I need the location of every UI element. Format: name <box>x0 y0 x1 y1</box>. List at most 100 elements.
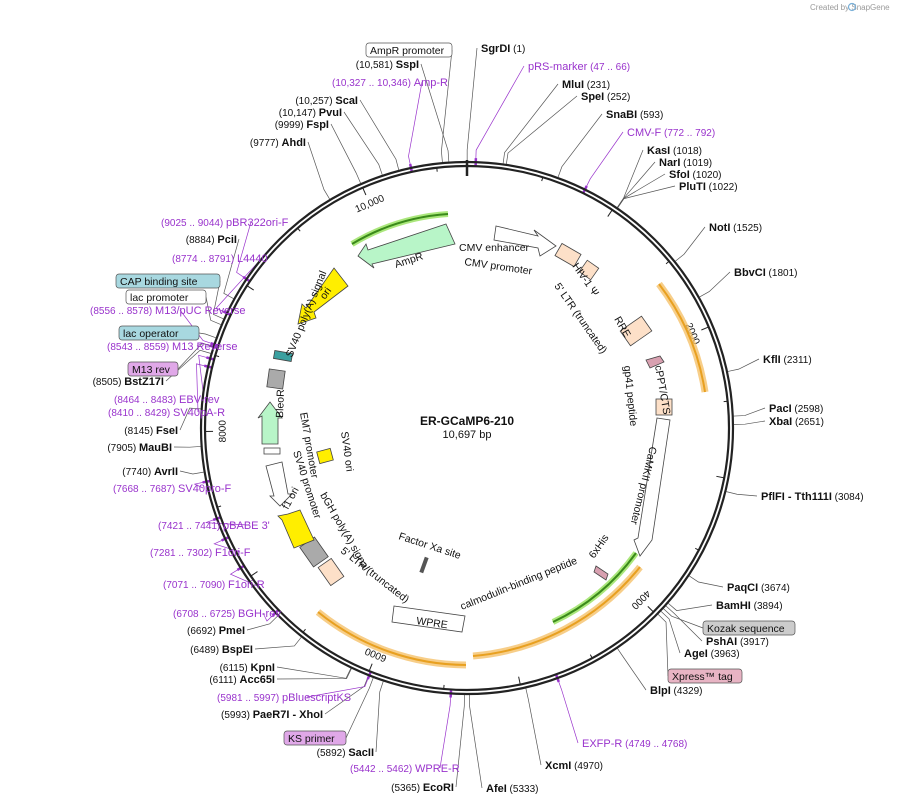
enzyme-position: (9777) <box>250 138 282 149</box>
enzyme-leader-line <box>689 575 724 588</box>
enzyme-label: (9999) FspI <box>275 119 329 131</box>
enzyme-leader-line <box>254 637 302 650</box>
boxed-feature-label: lac operator <box>118 325 200 341</box>
primer-name: pBR322ori-F <box>226 217 289 229</box>
primer-leader-line <box>179 309 214 345</box>
primer-name: EBV-rev <box>179 394 220 406</box>
orange-orf-arc-2-core <box>472 566 641 657</box>
enzyme-name: FspI <box>306 119 329 131</box>
enzyme-label: (6115) KpnI <box>220 662 275 674</box>
enzyme-name: MauBI <box>139 442 172 454</box>
boxed-label-text: Xpress™ tag <box>672 671 733 683</box>
tick-line <box>541 177 544 182</box>
primer-name: M13/pUC Reverse <box>155 305 245 317</box>
primer-name: CMV-F <box>627 127 662 139</box>
boxed-label-leader <box>657 614 669 677</box>
boxed-label-leader <box>212 280 224 320</box>
primer-leader-line <box>196 363 208 413</box>
enzyme-label: (10,257) ScaI <box>295 95 358 107</box>
primer-name: EXFP-R <box>582 738 622 750</box>
primer-label: (8410 .. 8429) SV40pA-R <box>108 407 225 419</box>
enzyme-position: (8145) <box>124 426 156 437</box>
enzyme-label: KflI (2311) <box>763 354 812 366</box>
tick-line <box>217 505 222 508</box>
boxed-label-leader <box>663 608 704 629</box>
enzyme-name: PflFI - Tth111I <box>761 491 832 503</box>
enzyme-label: XcmI (4970) <box>545 760 603 772</box>
enzyme-position: (10,581) <box>356 60 396 71</box>
orange-orf-arc-1-core <box>658 283 706 393</box>
plasmid-name: ER-GCaMP6-210 <box>420 414 514 428</box>
ltr-box <box>578 259 600 281</box>
primer-range: (9025 .. 9044) <box>161 218 226 229</box>
feature-label-5ltr-2: 5' LTR (truncated) <box>338 545 411 606</box>
enzyme-name: EcoRI <box>423 782 454 794</box>
enzyme-name: SnaBI <box>606 109 637 121</box>
feature-label-calmodulin: calmodulin-binding peptide <box>459 555 579 613</box>
enzyme-leader-line <box>330 123 361 184</box>
label-box <box>702 620 796 636</box>
primer-leader-line <box>193 481 206 489</box>
enzyme-label: SfoI (1020) <box>669 169 721 181</box>
primer-name: F1ori-F <box>215 547 251 559</box>
enzyme-name: SfoI <box>669 169 690 181</box>
enzyme-name: PaqCI <box>727 582 758 594</box>
label-box <box>118 325 200 341</box>
tick-line <box>607 209 613 217</box>
leader-lines <box>165 47 766 789</box>
enzyme-position: (5333) <box>507 784 539 795</box>
primer-label: (8543 .. 8559) M13 Reverse <box>107 341 237 353</box>
enzyme-position: (1022) <box>706 182 738 193</box>
primer-range: (7668 .. 7687) <box>113 484 178 495</box>
label-box <box>115 273 221 289</box>
enzyme-leader-line <box>675 226 706 262</box>
primer-range: (10,327 .. 10,346) <box>332 78 414 89</box>
feature-label-cmv-promoter: CMV promoter <box>464 256 534 277</box>
enzyme-leader-line <box>617 149 644 208</box>
enzyme-label: PshAI (3917) <box>706 636 769 648</box>
feature-label-wpre: WPRE <box>416 615 449 631</box>
enzyme-position: (2311) <box>781 355 812 366</box>
primer-label: (7668 .. 7687) SV40pro-F <box>113 483 232 495</box>
primer-name: BGH-rev <box>238 608 281 620</box>
enzyme-label: AgeI (3963) <box>684 648 740 660</box>
enzyme-name: FseI <box>156 425 178 437</box>
primer-leader-line <box>262 612 276 622</box>
enzyme-position: (1525) <box>730 223 762 234</box>
tick-line <box>665 260 670 265</box>
enzyme-name: AvrII <box>154 466 178 478</box>
enzyme-position: (4329) <box>671 686 703 697</box>
primer-range: (8464 .. 8483) <box>114 395 179 406</box>
enzyme-label: (5892) SacII <box>317 747 374 759</box>
enzyme-label: XbaI (2651) <box>769 416 824 428</box>
tick-line <box>302 628 306 633</box>
enzyme-label: MluI (231) <box>562 79 610 91</box>
primer-name: pRS-marker <box>528 61 588 73</box>
enzyme-label: PluTI (1022) <box>679 181 738 193</box>
tick-line <box>368 663 373 672</box>
enzyme-label: (8505) BstZ17I <box>93 376 164 388</box>
enzyme-label: PaqCI (3674) <box>727 582 790 594</box>
primer-label: (5981 .. 5997) pBluescriptKS <box>217 692 351 704</box>
boxed-feature-label: M13 rev <box>127 361 179 377</box>
enzyme-name: SpeI <box>581 91 604 103</box>
enzyme-name: AgeI <box>684 648 708 660</box>
primer-range: (8556 .. 8578) <box>90 306 155 317</box>
cmv-enhancer-arrow <box>493 225 557 257</box>
enzyme-label: (6111) Acc65I <box>209 674 275 686</box>
enzyme-leader-line <box>307 141 330 200</box>
enzyme-name: XcmI <box>545 760 571 772</box>
orange-orf-arc-3-core <box>317 611 467 666</box>
enzyme-position: (10,147) <box>279 108 319 119</box>
enzyme-name: PacI <box>769 403 792 415</box>
enzyme-label: SpeI (252) <box>581 91 630 103</box>
primer-name: F1ori-R <box>228 579 265 591</box>
enzyme-position: (6489) <box>190 645 222 656</box>
enzyme-label: (5993) PaeR7I - XhoI <box>221 709 323 721</box>
primer-leader-line <box>306 676 370 698</box>
enzyme-name: SspI <box>396 59 419 71</box>
gp41-box <box>655 398 673 416</box>
enzyme-name: AhdI <box>282 137 306 149</box>
enzyme-position: (3917) <box>737 637 769 648</box>
primer-label: (7071 .. 7090) F1ori-R <box>163 579 265 591</box>
